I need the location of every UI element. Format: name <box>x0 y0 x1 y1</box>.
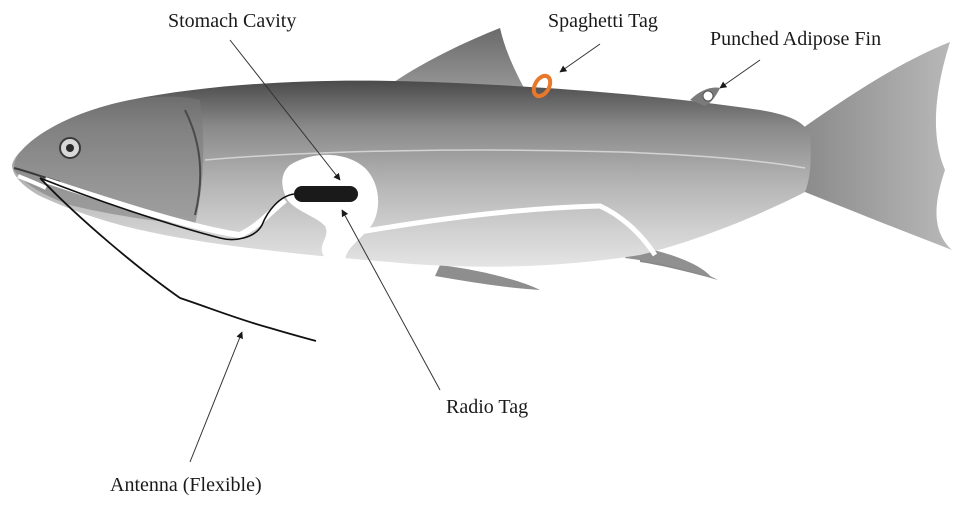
label-spaghetti-tag: Spaghetti Tag <box>548 11 658 31</box>
label-antenna: Antenna (Flexible) <box>110 475 262 495</box>
fish-head <box>14 97 203 225</box>
pelvic-fin <box>435 265 540 290</box>
antenna-leader <box>190 332 242 462</box>
radio-tag <box>294 186 358 202</box>
adipose-leader <box>720 60 760 88</box>
spaghetti-leader <box>560 44 600 72</box>
label-punched-adipose-fin: Punched Adipose Fin <box>710 29 881 49</box>
label-radio-tag: Radio Tag <box>446 397 528 417</box>
tail-fin <box>800 42 952 250</box>
label-stomach-cavity: Stomach Cavity <box>168 11 296 31</box>
adipose-punch-hole <box>703 91 713 101</box>
